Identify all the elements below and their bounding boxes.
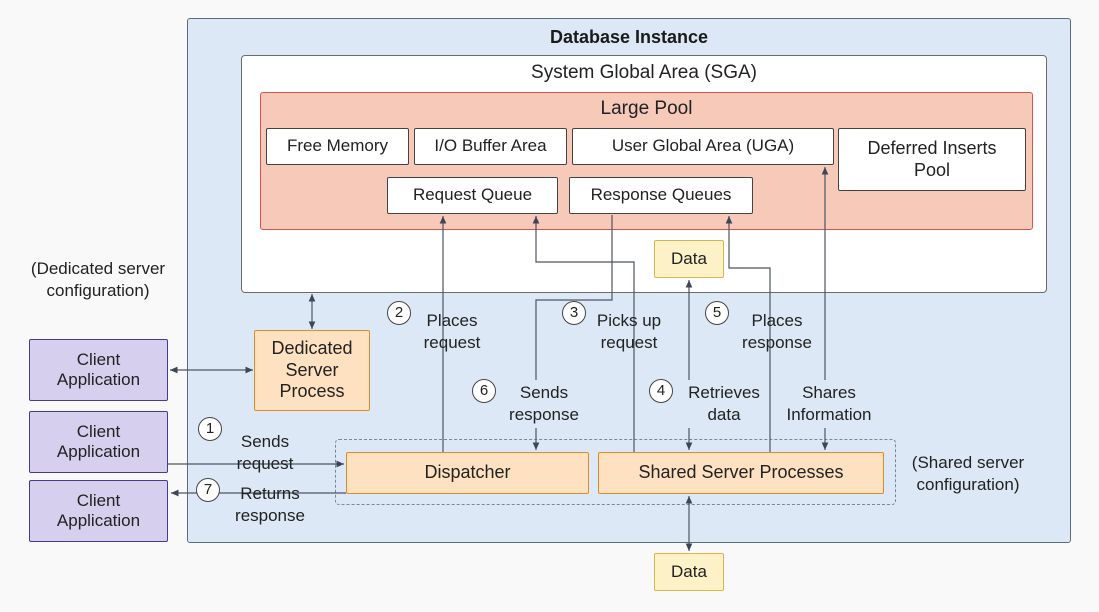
step-5-label: Places response [742,311,812,352]
client-application-1: Client Application [29,339,168,401]
large-pool-title: Large Pool [600,98,693,119]
dispatcher-box: Dispatcher [346,452,589,494]
step-6-label: Sends response [509,383,579,424]
client-application-2: Client Application [29,411,168,473]
response-queues-box: Response Queues [569,177,753,214]
uga-box: User Global Area (UGA) [572,128,834,165]
step-4-label: Retrieves data [688,383,760,424]
step-2-badge: 2 [387,301,411,325]
step-1-badge: 1 [198,417,222,441]
database-instance-title: Database Instance [549,27,709,47]
dedicated-server-process-box: Dedicated Server Process [254,330,370,411]
free-memory-box: Free Memory [266,128,409,165]
client-application-3: Client Application [29,480,168,542]
step-2-label: Places request [423,311,481,352]
shared-config-note: (Shared server configuration) [911,453,1025,494]
request-queue-box: Request Queue [387,177,558,214]
step-6-badge: 6 [472,379,496,403]
io-buffer-box: I/O Buffer Area [414,128,567,165]
shares-information-label: Shares Information [786,383,872,424]
step-4-badge: 4 [649,379,673,403]
step-3-label: Picks up request [596,311,662,352]
dedicated-config-note: (Dedicated server configuration) [30,259,166,300]
step-7-label: Returns response [235,484,305,525]
step-1-label: Sends request [236,432,294,473]
step-5-badge: 5 [705,301,729,325]
data-box-sga: Data [654,240,724,278]
shared-server-processes-box: Shared Server Processes [598,452,884,494]
step-3-badge: 3 [562,301,586,325]
deferred-inserts-box: Deferred Inserts Pool [838,128,1026,191]
data-box-disk: Data [654,553,724,591]
step-7-badge: 7 [196,478,220,502]
sga-title: System Global Area (SGA) [531,62,757,83]
